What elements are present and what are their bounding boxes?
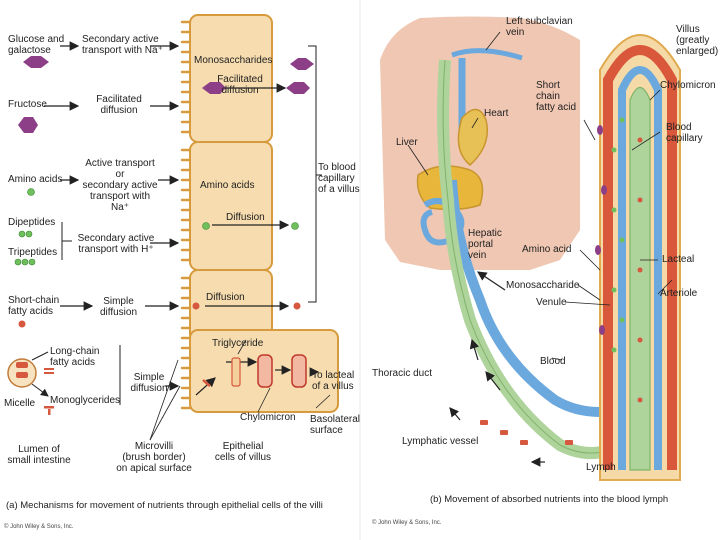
panel-b-arrows <box>449 271 545 467</box>
caption-b: (b) Movement of absorbed nutrients into … <box>430 494 669 505</box>
label-simple-diffusion-2: Simple diffusion <box>130 372 168 394</box>
label-cell-facilitated-diffusion: Facilitated diffusion <box>217 74 263 96</box>
label-facilitated-diffusion: Facilitated diffusion <box>96 94 142 116</box>
villus-enlarged <box>599 34 681 481</box>
label-amino-acids: Amino acids <box>8 174 63 185</box>
label-liver: Liver <box>396 137 418 148</box>
label-microvilli: Microvilli (brush border) on apical surf… <box>116 441 192 474</box>
label-secondary-na: Secondary active transport with Na⁺ <box>82 34 163 56</box>
label-diffusion-2: Diffusion <box>206 292 245 303</box>
hepatic-portal-vein <box>447 179 601 417</box>
lymph-chylomicrons <box>480 420 573 445</box>
caption-a: (a) Mechanisms for movement of nutrients… <box>6 500 323 511</box>
copyright-b: © John Wiley & Sons, Inc. <box>372 520 442 526</box>
label-diffusion-1: Diffusion <box>226 212 265 223</box>
microvilli-brush-border <box>180 20 192 410</box>
label-to-blood-capillary: To blood capillary of a villus <box>318 162 360 195</box>
label-lumen: Lumen of small intestine <box>7 444 71 466</box>
micelle-icon <box>7 358 37 388</box>
label-lymphatic-vessel: Lymphatic vessel <box>402 436 479 447</box>
villus-fatty-acids <box>637 137 643 403</box>
dipeptide-bracket <box>61 222 72 260</box>
bottom-pointer-lines <box>149 339 331 441</box>
label-lymph: Lymph <box>586 462 616 473</box>
label-heart: Heart <box>484 108 509 119</box>
input-arrows <box>44 41 180 391</box>
label-villus: Villus (greatly enlarged) <box>676 24 719 57</box>
label-cell-amino-acids: Amino acids <box>200 180 255 191</box>
label-tripeptides: Tripeptides <box>8 247 58 258</box>
triglyceride-chylomicron-icons <box>202 354 307 388</box>
label-chylomicron-b: Chylomicron <box>660 80 716 91</box>
heart-shape <box>457 108 488 166</box>
label-blood: Blood <box>540 356 566 367</box>
label-hepatic-portal-vein: Hepatic portal vein <box>468 228 502 261</box>
label-chylomicron: Chylomicron <box>240 412 296 423</box>
label-left-subclavian-vein: Left subclavian vein <box>506 16 573 38</box>
subclavian-vein <box>451 48 523 61</box>
label-to-lacteal: To lacteal of a villus <box>312 370 355 392</box>
capillary-bracket <box>308 45 322 303</box>
label-glucose: Glucose and galactose <box>8 34 65 56</box>
label-monoglycerides: Monoglycerides <box>50 395 121 406</box>
label-dipeptides: Dipeptides <box>8 217 56 228</box>
label-secondary-h: Secondary active transport with H⁺ <box>77 233 155 255</box>
label-monosaccharides: Monosaccharides <box>194 55 273 66</box>
label-long-chain-fatty-acids: Long-chain fatty acids <box>50 346 100 368</box>
label-simple-diffusion-1: Simple diffusion <box>99 296 138 318</box>
fatty-acid-icons <box>18 302 301 415</box>
label-active-transport: Active transport or secondary active tra… <box>82 158 158 213</box>
label-triglyceride: Triglyceride <box>212 338 264 349</box>
monosaccharide-icons <box>18 56 314 133</box>
label-short-chain-fatty-acid: Short chain fatty acid <box>536 80 577 113</box>
label-venule: Venule <box>536 297 567 308</box>
label-micelle: Micelle <box>4 398 36 409</box>
copyright-a: © John Wiley & Sons, Inc. <box>4 524 74 530</box>
label-lacteal-b: Lacteal <box>662 254 695 265</box>
label-basolateral-surface: Basolateral surface <box>310 414 361 436</box>
amino-acid-icons <box>14 188 299 266</box>
label-fructose: Fructose <box>8 99 47 110</box>
label-monosaccharide: Monosaccharide <box>506 280 580 291</box>
panel-b-leader-lines <box>407 31 673 361</box>
label-blood-capillary-b: Blood capillary <box>666 122 703 144</box>
villus-monosaccharides <box>595 125 607 335</box>
label-thoracic-duct: Thoracic duct <box>372 368 433 379</box>
villus-amino-acids <box>611 117 625 353</box>
cell-arrows <box>195 83 320 396</box>
label-arteriole: Arteriole <box>660 288 698 299</box>
label-epithelial-cells: Epithelial cells of villus <box>214 441 272 463</box>
epithelial-cell-2 <box>189 141 273 271</box>
label-short-chain-fatty-acids: Short-chain fatty acids <box>8 295 60 317</box>
label-amino-acid: Amino acid <box>522 244 572 255</box>
